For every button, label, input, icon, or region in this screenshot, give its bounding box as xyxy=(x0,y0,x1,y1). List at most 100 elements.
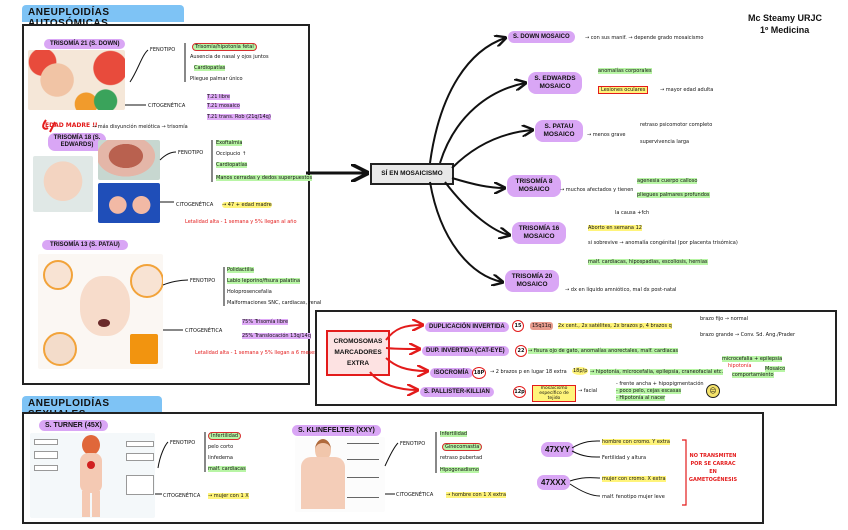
down-fenotipo-item: Pliegue palmar único xyxy=(190,76,243,82)
course-label: 1º Medicina xyxy=(760,25,810,35)
edwards-baby-photo xyxy=(33,156,93,212)
patau-syndrome-title: TRISOMÍA 13 (S. PATAU) xyxy=(42,240,128,250)
patau-fenotipo-item: Holoprosencefalia xyxy=(227,289,272,295)
mosaic-patau-branch: supervivencia larga xyxy=(640,139,690,145)
mosaic-edwards-title: S. EDWARDS MOSAICO xyxy=(528,72,582,94)
marker-row-chr: 12p xyxy=(513,386,526,398)
edwards-fenotipo-item: Cardiopatías xyxy=(216,162,248,168)
mosaic-t16-branch: si sobrevive → anomalía congénital (por … xyxy=(588,240,738,246)
marker-row-chr: 22 xyxy=(515,345,527,357)
klinefelter-fenotipo-item: retraso pubertad xyxy=(440,455,483,461)
marker-row-branch: comportamiento xyxy=(732,372,774,378)
marker-row-detail: 2x cent., 2x satélites, 2x brazos p, 4 b… xyxy=(558,323,672,329)
marker-row-name: ISOCROMÍA xyxy=(430,368,473,378)
mosaic-edwards-branch: anomalías corporales xyxy=(598,68,652,74)
mosaic-t16-title: TRISOMÍA 16 MOSAICO xyxy=(512,222,566,244)
marker-row-branch: microcefalia + epilepsia xyxy=(722,356,783,362)
marker-row-list-item: - poco pelo, cejas escasas xyxy=(616,388,682,394)
bracket-lines xyxy=(125,43,601,497)
edwards-syndrome-title: TRISOMÍA 18 (S. EDWARDS) xyxy=(48,133,106,151)
karyotype-47xxx-branch: malf. fenotipo mujer leve xyxy=(602,494,665,500)
marker-branches xyxy=(42,119,427,390)
mosaic-t20-note: → dx en líquido amniótico, mal dx post-n… xyxy=(565,287,677,293)
mosaic-t8-lead: → muchos afectados y tienen xyxy=(560,187,634,193)
mosaic-edwards-branch: Lesiones oculares xyxy=(598,86,649,94)
marker-row-box: mosaicismo específico de tejido xyxy=(532,385,576,402)
edwards-citogenetica-value: → 47 + edad madre xyxy=(222,202,272,208)
klinefelter-fenotipo-item: Infertilidad xyxy=(440,431,468,437)
edwards-hands-photo xyxy=(98,183,160,223)
edwards-fenotipo-item: Occipucio ↑ xyxy=(216,151,247,157)
klinefelter-fenotipo-label: FENOTIPO xyxy=(400,441,426,447)
marker-row-name: DUPLICACIÓN INVERTIDA xyxy=(425,322,509,332)
patau-citogenetica-item: 75% Trisomía libre xyxy=(242,319,289,325)
patau-illustration xyxy=(38,254,163,369)
marker-row-detail: → 2 brazos p en lugar 18 extra xyxy=(490,369,567,375)
mosaic-t8-branch: pliegues palmares profundos xyxy=(637,192,710,198)
down-fenotipo-item: Ausencia de nasal y ojos juntos xyxy=(190,54,269,60)
patau-letalidad-note: Letalidad alta - 1 semana y 5% llegan a … xyxy=(195,350,317,356)
marker-row-name: DUP. INVERTIDA (CAT-EYE) xyxy=(422,346,509,356)
turner-illustration xyxy=(30,433,155,518)
mosaic-patau-title: S. PATAU MOSAICO xyxy=(535,120,583,142)
karyotype-47xxx: 47XXX xyxy=(537,475,570,490)
patau-fenotipo-item: Labio leporino/fisura palatina xyxy=(227,278,301,284)
edwards-letalidad-note: Letalidad alta - 1 semana y 5% llegan al… xyxy=(185,219,297,225)
mosaic-t16-branch: malf. cardiacas, hipospadias, escoliosis… xyxy=(588,259,708,265)
turner-title: S. TURNER (45X) xyxy=(39,420,108,431)
down-citogenetica-item: T.21 libre xyxy=(207,94,230,100)
karyotype-47xyy-branch: Fertilidad y altura xyxy=(602,455,647,461)
karyotype-47xyy: 47XYY xyxy=(541,442,574,457)
marker-row-detail: → fisura ojo de gato, anomalías anorecta… xyxy=(528,348,679,354)
klinefelter-citogenetica-value: → hombre con 1 X extra xyxy=(446,492,507,498)
edwards-fenotipo-label: FENOTIPO xyxy=(178,150,204,156)
marker-row-branch: hipotonía xyxy=(728,363,752,369)
mosaic-t20-title: TRISOMÍA 20 MOSAICO xyxy=(505,270,559,292)
mosaic-t16-branch: Aborto en semana 12 xyxy=(588,225,642,231)
down-syndrome-photo xyxy=(28,50,125,110)
turner-citogenetica-value: → mujer con 1 X xyxy=(208,493,249,499)
mosaic-center-box: SÍ EN MOSAICISMO xyxy=(370,163,454,185)
marker-row-branch: brazo grande → Conv. Sd. Ang./Prader xyxy=(700,332,796,338)
down-fenotipo-label: FENOTIPO xyxy=(150,47,176,53)
klinefelter-citogenetica-label: CITOGENÉTICA xyxy=(396,492,434,498)
marker-row-name: S. PALLISTER-KILLIAN xyxy=(420,387,494,397)
patau-citogenetica-item: 25% Translocación 13q/14q xyxy=(242,333,311,339)
mosaic-t16-branch: la causa +fch xyxy=(615,210,650,216)
mosaic-down-note: → con sus manif. → depende grado mosaici… xyxy=(585,35,704,41)
mosaic-t8-title: TRISOMÍA 8 MOSAICO xyxy=(507,175,561,197)
turner-citogenetica-label: CITOGENÉTICA xyxy=(163,493,201,499)
marker-row-detail: → facial xyxy=(578,388,598,394)
author-label: Mc Steamy URJC xyxy=(748,13,823,23)
patau-fenotipo-item: Polidactilia xyxy=(227,267,254,273)
klinefelter-illustration xyxy=(295,437,385,512)
down-citogenetica-item: T.21 trans. Rob (21q/14q) xyxy=(207,114,271,120)
klinefelter-fenotipo-item: Hipogonadismo xyxy=(440,467,479,473)
down-citogenetica-item: T.21 mosaico xyxy=(207,103,240,109)
marker-chromosomes-title: CROMOSOMAS MARCADORES EXTRA xyxy=(333,338,383,367)
marker-row-x-note: Mosaico xyxy=(765,366,786,372)
mosaic-patau-branch: retraso psicomotor completo xyxy=(640,122,713,128)
edad-madre-note: → más disyunción meiótica → trisomía xyxy=(92,124,188,130)
transmission-note: NO TRANSMITEN POR SE CARRAC EN GAMETOGÉN… xyxy=(688,453,738,483)
marker-row-fraction: 18p/p xyxy=(572,367,589,375)
patau-fenotipo-label: FENOTIPO xyxy=(190,278,216,284)
down-citogenetica-label: CITOGENÉTICA xyxy=(148,103,186,109)
marker-chromosomes-title-box: CROMOSOMAS MARCADORES EXTRA xyxy=(326,330,390,376)
down-fenotipo-item: Cardiopatías xyxy=(194,65,226,71)
turner-fenotipo-item: linfedema xyxy=(208,455,233,461)
edwards-head-photo xyxy=(98,140,160,180)
turner-fenotipo-item: pelo corto xyxy=(208,444,234,450)
down-syndrome-title: TRISOMÍA 21 (S. DOWN) xyxy=(44,39,126,49)
patau-fenotipo-item: Malformaciones SNC, cardiacas, renal xyxy=(227,300,322,306)
mosaic-center-label: SÍ EN MOSAICISMO xyxy=(381,170,443,177)
mosaic-edwards-note: → mayor edad adulta xyxy=(660,87,714,93)
edwards-citogenetica-label: CITOGENÉTICA xyxy=(176,202,214,208)
turner-fenotipo-label: FENOTIPO xyxy=(170,440,196,446)
edad-madre-label: EDAD MADRE !! xyxy=(45,122,98,129)
marker-row-list-item: - Hipotonía al nacer xyxy=(616,395,666,401)
mosaic-branches xyxy=(429,38,532,282)
patau-citogenetica-label: CITOGENÉTICA xyxy=(185,328,223,334)
marker-row-branch: brazo fijo → normal xyxy=(700,316,749,322)
marker-row-chr: 18P xyxy=(472,367,486,379)
